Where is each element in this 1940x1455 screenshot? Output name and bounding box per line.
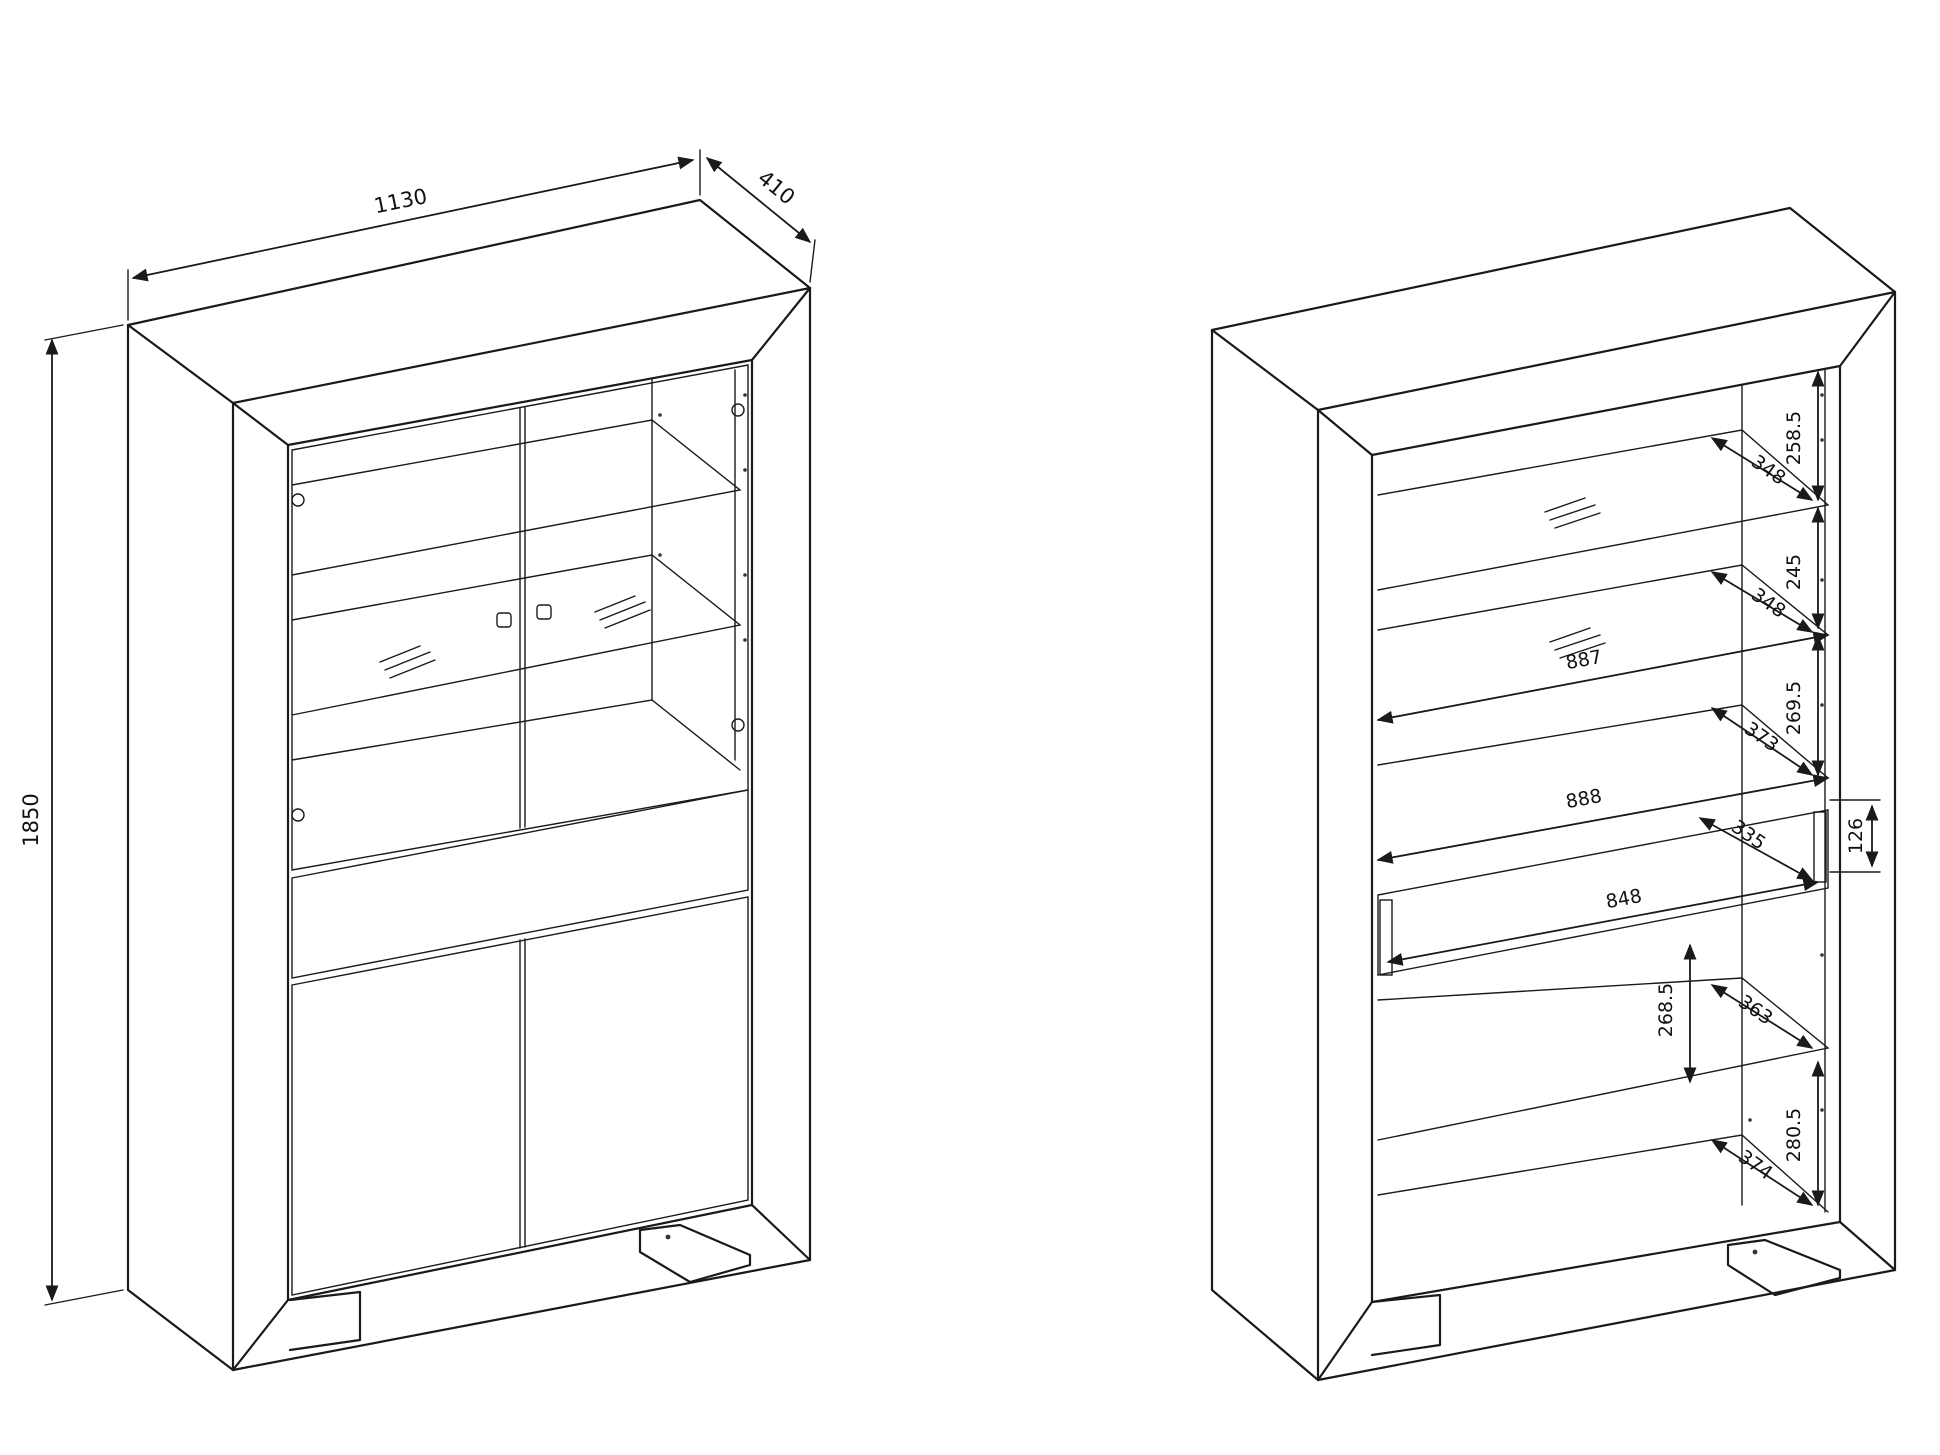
width-dimension-label: 1130 [372, 184, 429, 218]
shelf-gap-3-label: 269.5 [1783, 681, 1805, 735]
drawer-width-label: 848 [1604, 885, 1644, 913]
door-handle-icon [536, 604, 552, 620]
left-cabinet-carcass [126, 198, 812, 1372]
inner-width-1-label: 887 [1564, 646, 1604, 674]
shelf-gap-4-label: 268.5 [1655, 983, 1677, 1037]
hinge-circle-icon [731, 403, 745, 417]
shelf-gap-2-label: 245 [1783, 554, 1805, 590]
depth-4-label: 335 [1727, 816, 1769, 855]
left-glass-door-section [291, 364, 749, 871]
left-cabinet-view: 1130 410 1850 [19, 149, 816, 1372]
left-dimension-lines [44, 149, 816, 1306]
hinge-circle-icon [291, 493, 305, 507]
right-cabinet-feet [1370, 1238, 1842, 1357]
left-drawer-front [291, 789, 749, 979]
right-cabinet-view: 258.5 245 269.5 268.5 280.5 348 348 373 … [1210, 206, 1897, 1382]
height-dimension-label: 1850 [19, 793, 43, 846]
left-cabinet-feet [288, 1223, 752, 1352]
right-cabinet-carcass [1210, 206, 1897, 1382]
door-handle-icon [496, 612, 512, 628]
left-lower-doors [291, 896, 749, 1296]
hinge-circle-icon [731, 718, 745, 732]
drawer-height-label: 126 [1845, 818, 1867, 854]
depth-5-label: 363 [1734, 991, 1776, 1030]
shelf-gap-5-label: 280.5 [1783, 1108, 1805, 1162]
inner-width-2-label: 888 [1564, 785, 1604, 813]
depth-dimension-label: 410 [753, 166, 799, 210]
shelf-gap-1-label: 258.5 [1783, 411, 1805, 465]
right-dimension-lines [1376, 370, 1881, 1207]
hinge-circle-icon [291, 808, 305, 822]
